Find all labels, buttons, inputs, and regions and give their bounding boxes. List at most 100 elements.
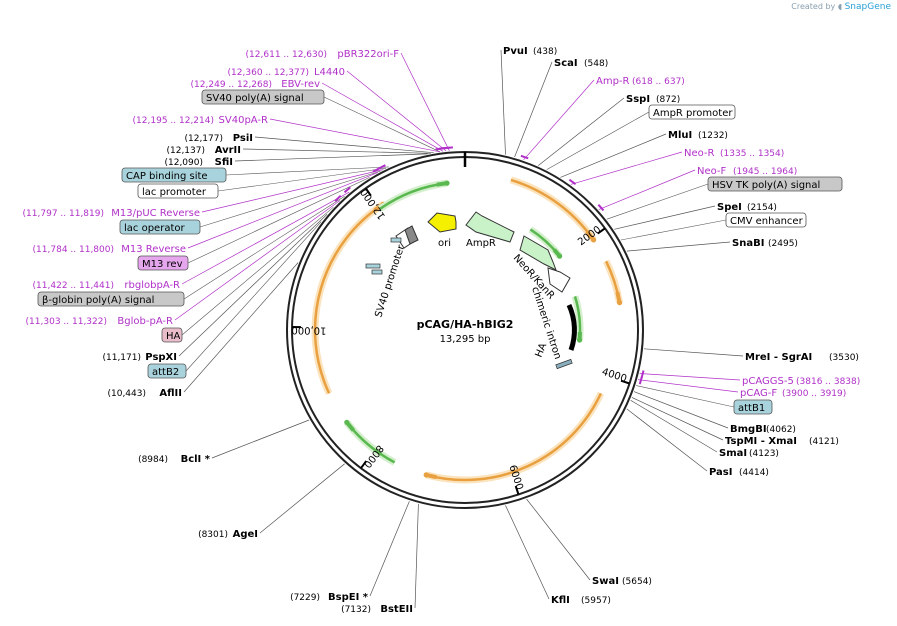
orange-arc-4-halo <box>311 201 386 395</box>
leader-line <box>537 97 625 166</box>
label-position: (3900 .. 3919) <box>782 389 846 399</box>
label-lacprom[interactable]: lac promoter <box>137 183 219 199</box>
label-m13rev[interactable]: M13 Reverse (11,784 .. 11,800) <box>33 244 186 255</box>
label-name: Neo-R <box>684 148 715 159</box>
green-arc-3-tip <box>345 421 356 432</box>
label-position: (11,171) <box>102 353 141 363</box>
label-pcagf[interactable]: pCAG-F(3900 .. 3919) <box>740 388 846 399</box>
ori-arrow[interactable] <box>427 212 457 233</box>
feature-box-label: lac promoter <box>142 187 207 198</box>
label-attb2[interactable]: attB2 <box>147 363 187 379</box>
label-position: (2495) <box>768 239 798 249</box>
label-pasi[interactable]: PasI(4414) <box>709 467 769 478</box>
label-bglobpa[interactable]: β-globin poly(A) signal <box>37 291 185 307</box>
leader-line <box>269 118 440 153</box>
label-bglobpar[interactable]: Bglob-pA-R(11,303 .. 11,322) <box>26 316 173 327</box>
label-smai[interactable]: SmaI(4123) <box>719 448 779 459</box>
label-lacop[interactable]: lac operator <box>119 219 201 235</box>
label-neof[interactable]: Neo-F(1945 .. 1964) <box>697 166 797 177</box>
label-position: (12,177) <box>184 134 223 144</box>
label-sspi[interactable]: SspI(872) <box>626 94 680 105</box>
label-position: (12,195 .. 12,214) <box>133 116 214 126</box>
leader-line <box>643 348 744 357</box>
label-psii[interactable]: PsiI(12,177) <box>184 133 253 144</box>
label-position: (4121) <box>809 437 839 447</box>
label-bsteii[interactable]: BstEII(7132) <box>341 604 413 615</box>
feature-box-label: attB2 <box>152 367 179 378</box>
neor-arrow[interactable] <box>519 235 557 272</box>
label-position: (4062) <box>766 425 796 435</box>
label-mlui[interactable]: MluI(1232) <box>668 130 728 141</box>
label-amprprom[interactable]: AmpR promoter <box>648 104 736 120</box>
label-sv40par[interactable]: SV40pA-R (12,195 .. 12,214) <box>133 115 268 126</box>
label-name: ScaI <box>554 58 578 69</box>
right-labels: PvuI(438)ScaI(548) Amp-R(618 .. 637) SspI(… <box>503 46 860 606</box>
label-pcaggs5[interactable]: pCAGGS-5(3816 .. 3838) <box>742 376 860 387</box>
label-ebvrev[interactable]: EBV-rev(12,249 .. 12,268) <box>191 79 321 90</box>
label-name: Amp-R <box>596 76 630 87</box>
label-position: (11,784 .. 11,800) <box>33 245 114 255</box>
primer-site-mark <box>334 194 342 202</box>
label-pbr322[interactable]: pBR322ori-F(12,611 .. 12,630) <box>246 49 400 60</box>
leader-line <box>631 397 724 441</box>
leader-line <box>400 52 450 151</box>
label-bmgbi[interactable]: BmgBI(4062) <box>730 424 796 435</box>
label-snabi[interactable]: SnaBI(2495) <box>732 238 798 249</box>
orange-arc-3[interactable] <box>425 392 603 482</box>
label-rbglob[interactable]: rbglobpA-R(11,422 .. 11,441) <box>33 280 181 291</box>
label-name: AgeI <box>233 529 258 540</box>
label-pspxi[interactable]: PspXI(11,171) <box>102 352 177 363</box>
label-name: PvuI <box>503 46 528 57</box>
leader-line <box>183 195 345 300</box>
label-name: EBV-rev <box>281 79 320 90</box>
label-position: (11,422 .. 11,441) <box>33 281 114 291</box>
label-name: M13 Reverse <box>121 244 186 255</box>
label-position: (8984) <box>138 455 168 465</box>
green-arc-1-tip <box>552 248 562 258</box>
label-ha[interactable]: HA <box>161 327 183 343</box>
leader-line <box>560 133 667 178</box>
label-avrii[interactable]: AvrII(12,137) <box>166 145 241 156</box>
feature-box-label: SV40 poly(A) signal <box>206 93 304 104</box>
ampr-arrow[interactable] <box>465 211 515 243</box>
label-m13puc[interactable]: M13/pUC Reverse(11,797 .. 11,819) <box>23 208 200 219</box>
label-name: SV40pA-R <box>219 115 268 126</box>
label-neor[interactable]: Neo-R(1335 .. 1354) <box>684 148 784 159</box>
orange-arc-1[interactable] <box>510 178 595 241</box>
credit-brand: SnapGene <box>844 2 891 12</box>
label-mrei[interactable]: MreI - SgrAI(3530) <box>745 352 859 363</box>
label-attb1[interactable]: attB1 <box>733 399 773 415</box>
label-sv40polya[interactable]: SV40 poly(A) signal <box>201 89 325 105</box>
leader-line <box>178 214 328 357</box>
label-sfii[interactable]: SfiI(12,090) <box>164 157 233 168</box>
label-pvui[interactable]: PvuI(438) <box>503 46 557 57</box>
primer-site-mark <box>372 167 381 173</box>
tick-mark <box>364 187 372 197</box>
label-ampr[interactable]: Amp-R(618 .. 637) <box>596 76 685 87</box>
label-kfli[interactable]: KflI(5957) <box>551 595 611 606</box>
label-tspmi[interactable]: TspMI - XmaI(4121) <box>725 436 839 447</box>
label-scai[interactable]: ScaI(548) <box>554 58 608 69</box>
label-cmvenh[interactable]: CMV enhancer <box>725 212 807 228</box>
orange-arc-4[interactable] <box>313 203 384 394</box>
label-position: (5654) <box>622 577 652 587</box>
tick-mark <box>620 379 630 385</box>
label-name: pBR322ori-F <box>337 49 399 60</box>
lac-operator-mark <box>365 263 381 269</box>
label-aflii[interactable]: AflII(10,443) <box>107 388 182 399</box>
label-position: (872) <box>656 95 680 105</box>
label-bspei[interactable]: BspEI *(7229) <box>290 592 369 603</box>
label-hsvtk[interactable]: HSV TK poly(A) signal <box>707 176 843 192</box>
label-agei[interactable]: AgeI(8301) <box>198 529 258 540</box>
orange-arc-1-tip <box>585 229 596 242</box>
label-l4440[interactable]: L4440(12,360 .. 12,377) <box>228 67 345 78</box>
leader-line <box>523 79 595 161</box>
label-bcli[interactable]: BclI *(8984) <box>138 454 211 465</box>
label-position: (12,137) <box>166 146 205 156</box>
label-swai[interactable]: SwaI(5654) <box>592 576 652 587</box>
label-m13revbox[interactable]: M13 rev <box>137 255 189 271</box>
leader-line <box>217 167 387 192</box>
label-spei[interactable]: SpeI(2154) <box>717 202 777 213</box>
label-name: M13/pUC Reverse <box>111 208 200 219</box>
label-cap[interactable]: CAP binding site <box>121 167 227 183</box>
